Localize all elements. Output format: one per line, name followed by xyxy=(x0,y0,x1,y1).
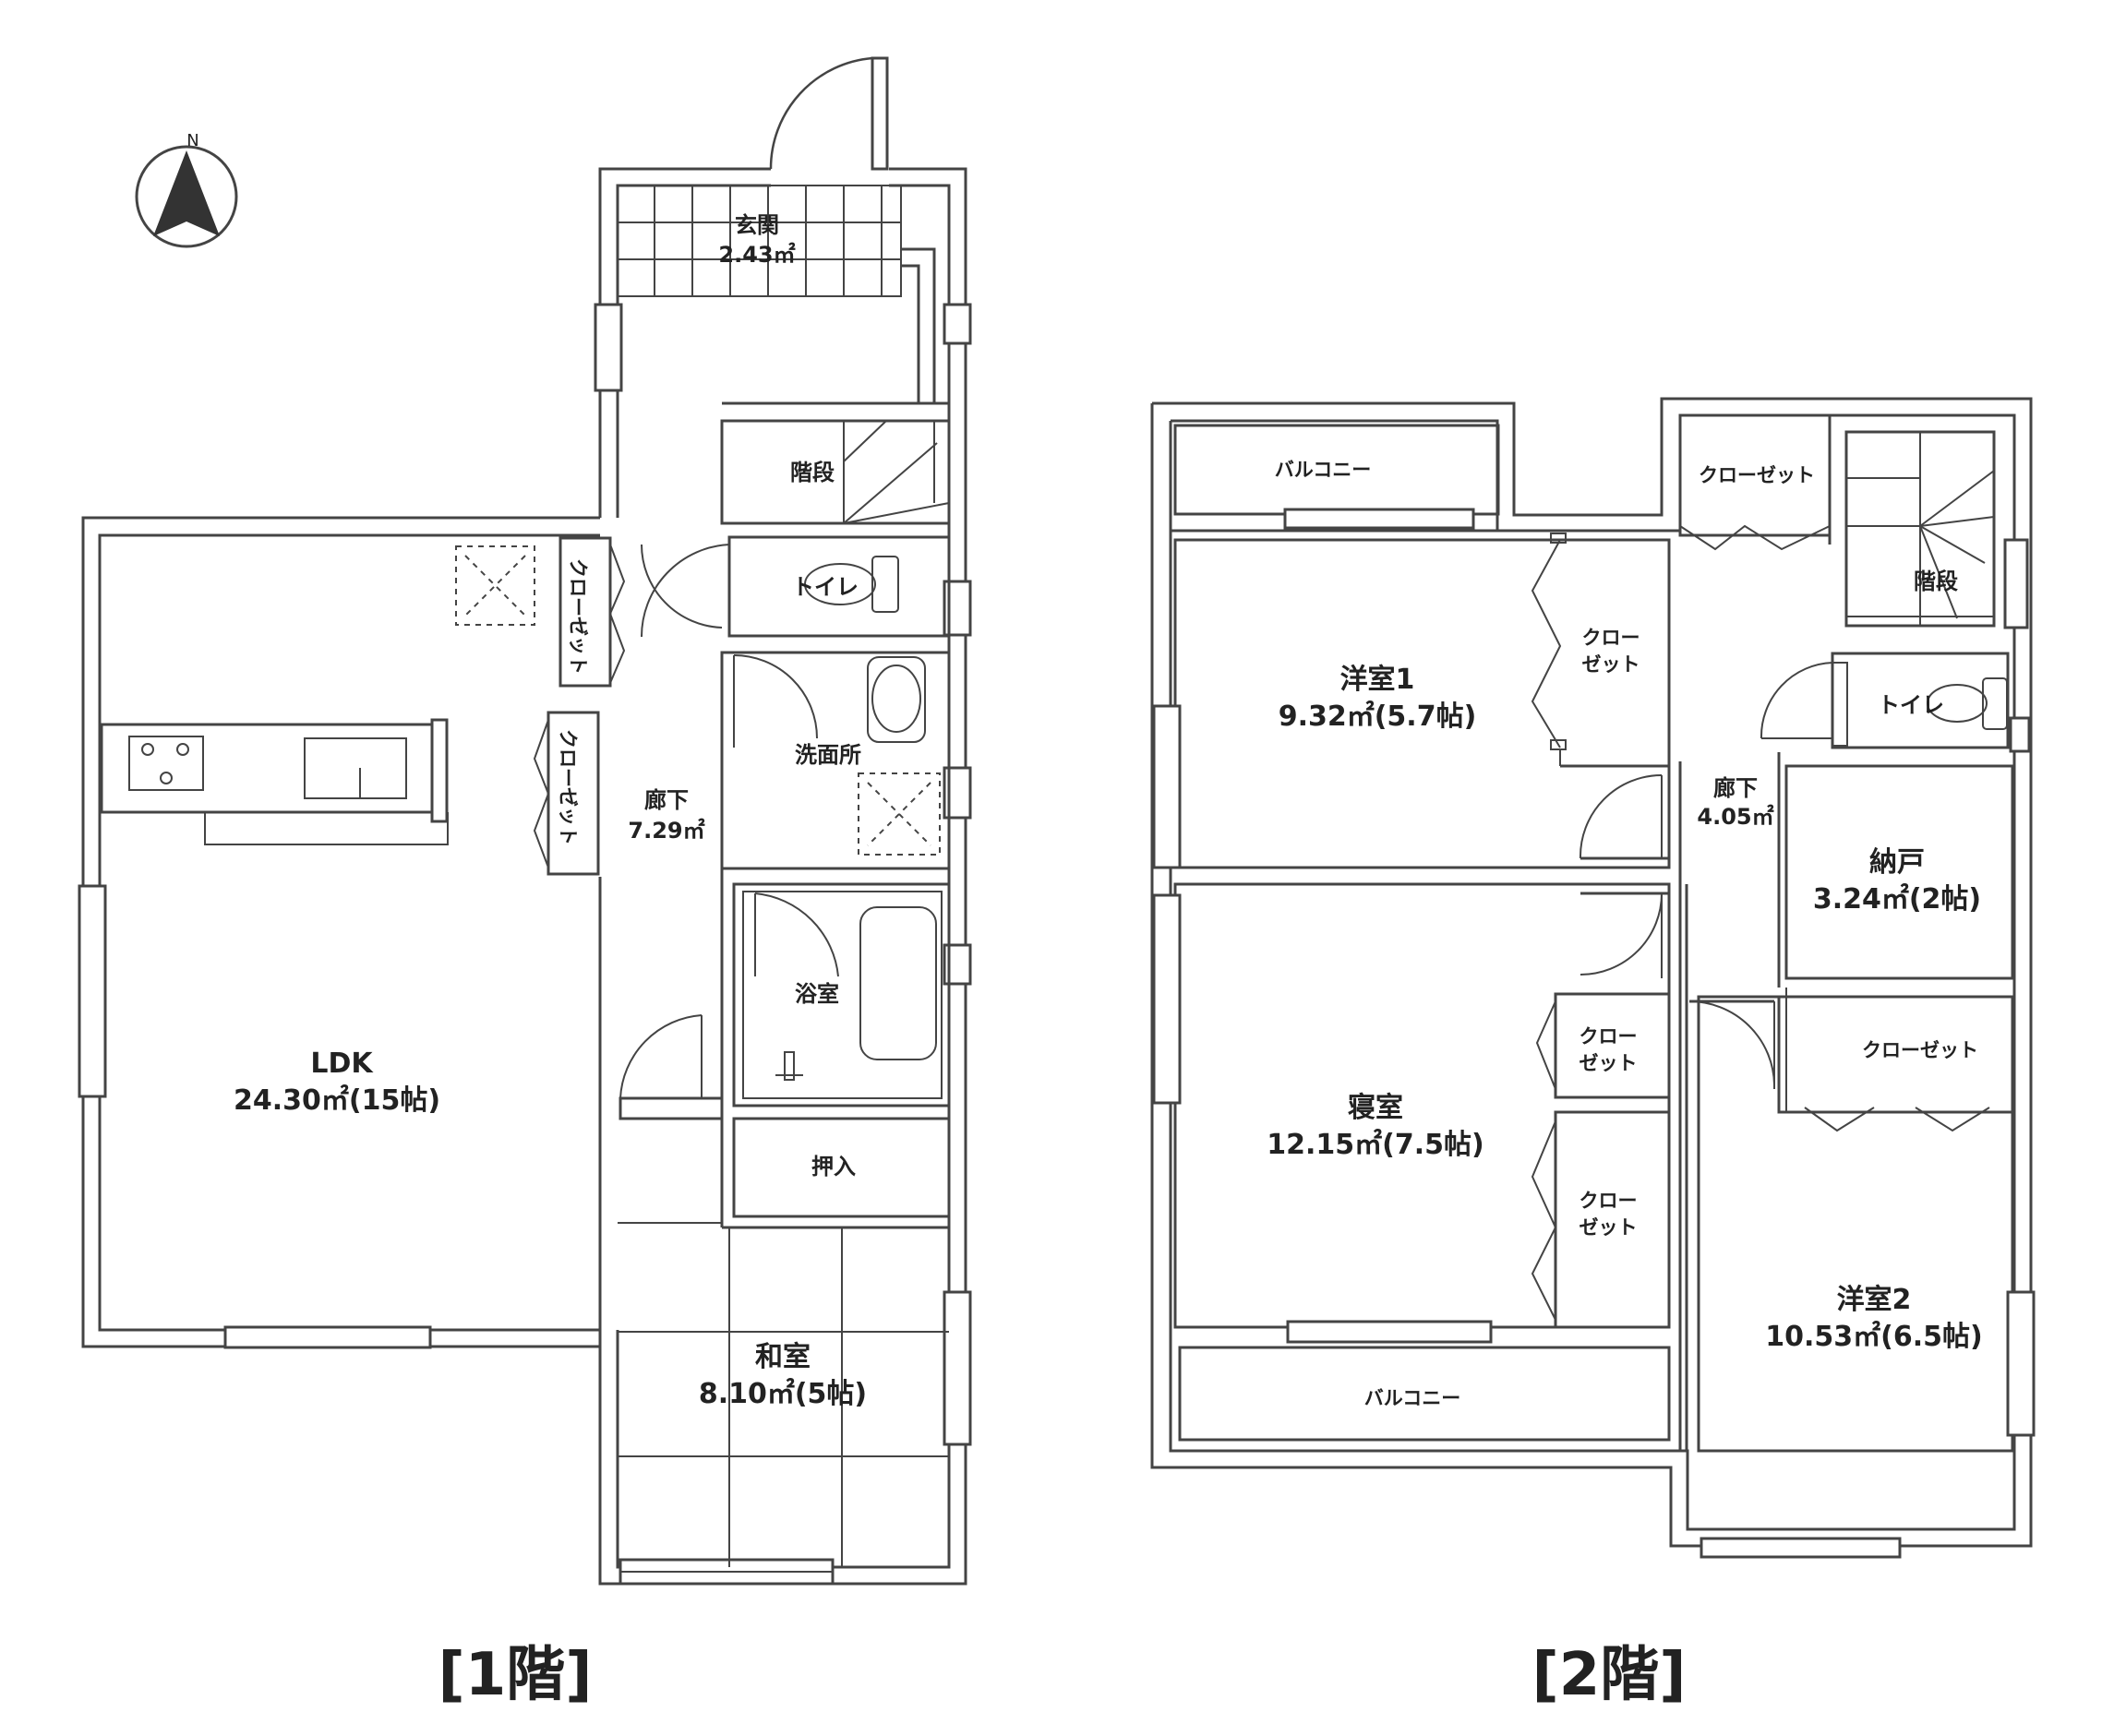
room2-door xyxy=(1688,1000,1775,1089)
window xyxy=(1286,1320,1493,1344)
bedroom-closet1-label-1: クロー xyxy=(1580,1025,1638,1048)
compass-ring xyxy=(135,145,238,248)
bath-label: 浴室 xyxy=(795,981,839,1007)
toilet-label: トイレ xyxy=(792,574,859,600)
bathroom xyxy=(732,882,951,1107)
toilet-floor2 xyxy=(1760,652,2010,749)
oshiire-label: 押入 xyxy=(811,1154,856,1179)
floor1-title: [1階] xyxy=(438,1641,592,1709)
window xyxy=(2003,538,2029,629)
entrance-partition xyxy=(901,247,936,403)
window xyxy=(2006,1290,2036,1437)
window xyxy=(594,303,623,392)
room1-label: 洋室1 xyxy=(1340,664,1415,696)
storage-label: 納戸 xyxy=(1869,846,1925,879)
closet-floor1-a xyxy=(559,536,626,688)
bedroom-closet1-label-2: ゼット xyxy=(1580,1052,1638,1074)
balcony-bottom-label: バルコニー xyxy=(1364,1387,1461,1409)
hall2-label: 廊下 xyxy=(1713,775,1758,801)
entrance-label: 玄関 xyxy=(735,212,779,238)
floor1-labels: 玄関 2.43㎡ 階段 トイレ クローゼット クローゼット 洗面所 廊下 7.2… xyxy=(234,212,867,1709)
bedroom-closet-2 xyxy=(1531,1110,1671,1329)
ldk-ventilation xyxy=(455,545,535,626)
window xyxy=(1152,704,1182,869)
hall-area: 7.29㎡ xyxy=(628,818,704,844)
ldk-walls xyxy=(81,516,602,1348)
hall-door xyxy=(619,1014,724,1120)
oshiire xyxy=(732,1117,951,1218)
floor2-labels: バルコニー バルコニー クローゼット 階段 トイレ 洋室1 9.32㎡(5.7帖… xyxy=(1267,459,1982,1709)
window xyxy=(943,1290,972,1446)
window xyxy=(223,1325,432,1349)
floor1-plan xyxy=(78,56,972,1586)
toilet2-label: トイレ xyxy=(1878,692,1944,718)
stairs-floor2 xyxy=(1844,430,1996,628)
room1-closet-label-1: クロー xyxy=(1582,627,1640,649)
room2-area: 10.53㎡(6.5帖) xyxy=(1765,1321,1982,1353)
room2-label: 洋室2 xyxy=(1837,1284,1912,1316)
window xyxy=(1152,893,1182,1105)
room1-closet xyxy=(1531,533,1669,768)
hall2-area: 4.05㎡ xyxy=(1697,804,1773,830)
bedroom-label: 寝室 xyxy=(1348,1092,1403,1124)
floor2-outer-walls xyxy=(1150,397,2033,1548)
storage-room xyxy=(1777,752,2014,988)
kitchen-counter xyxy=(100,718,449,845)
room2-closet xyxy=(1777,988,2014,1132)
stairs2-label: 階段 xyxy=(1914,569,1958,594)
closet-floor1-b xyxy=(533,711,600,876)
window xyxy=(78,884,107,1098)
stairs-label: 階段 xyxy=(790,460,835,485)
hall-toilet-door xyxy=(641,544,723,629)
room1-closet-label-2: ゼット xyxy=(1582,653,1640,676)
window xyxy=(943,303,972,345)
closet-top-floor2 xyxy=(1678,413,1832,551)
bedroom-closet2-label-1: クロー xyxy=(1580,1190,1638,1212)
bedroom-closet2-label-2: ゼット xyxy=(1580,1216,1638,1239)
closet-top-label: クローゼット xyxy=(1699,464,1815,486)
window xyxy=(2009,716,2031,753)
room2-closet-label: クローゼット xyxy=(1862,1039,1978,1061)
balcony-top-label: バルコニー xyxy=(1275,459,1372,481)
stairs-floor1 xyxy=(720,401,951,525)
washitsu-area: 8.10㎡(5帖) xyxy=(699,1378,867,1410)
bedroom-area: 12.15㎡(7.5帖) xyxy=(1267,1129,1483,1161)
floor2-title: [2階] xyxy=(1531,1641,1686,1709)
washitsu-label: 和室 xyxy=(755,1341,811,1373)
entrance-area: 2.43㎡ xyxy=(718,242,795,268)
floor2-plan xyxy=(1150,397,2036,1559)
closet-a-label: クローゼット xyxy=(567,558,589,675)
balcony-bottom xyxy=(1178,1346,1671,1442)
window xyxy=(1700,1537,1902,1559)
bedroom-walls xyxy=(1173,882,1671,1329)
washroom-label: 洗面所 xyxy=(795,742,861,768)
entrance-tiles xyxy=(617,185,902,297)
window xyxy=(1283,508,1475,530)
ldk-label: LDK xyxy=(310,1048,374,1080)
room2-walls xyxy=(1697,995,2014,1453)
entrance-door xyxy=(769,56,889,171)
bedroom-closet-1 xyxy=(1535,992,1671,1099)
floor2-east-walls xyxy=(1678,415,1832,1451)
hall-label: 廊下 xyxy=(644,787,689,813)
ldk-area: 24.30㎡(15帖) xyxy=(234,1084,440,1117)
compass-north-label: N xyxy=(186,131,198,150)
closet-b-label: クローゼット xyxy=(557,729,579,845)
room1-walls xyxy=(1173,529,1671,869)
room1-area: 9.32㎡(5.7帖) xyxy=(1279,700,1477,733)
washitsu-tatami xyxy=(618,1222,949,1567)
toilet-floor1 xyxy=(640,535,951,638)
north-arrow-icon xyxy=(153,150,220,236)
room1-door xyxy=(1579,774,1669,860)
compass: N xyxy=(135,131,238,248)
bedroom-door xyxy=(1580,892,1669,978)
storage-area: 3.24㎡(2帖) xyxy=(1813,883,1981,916)
